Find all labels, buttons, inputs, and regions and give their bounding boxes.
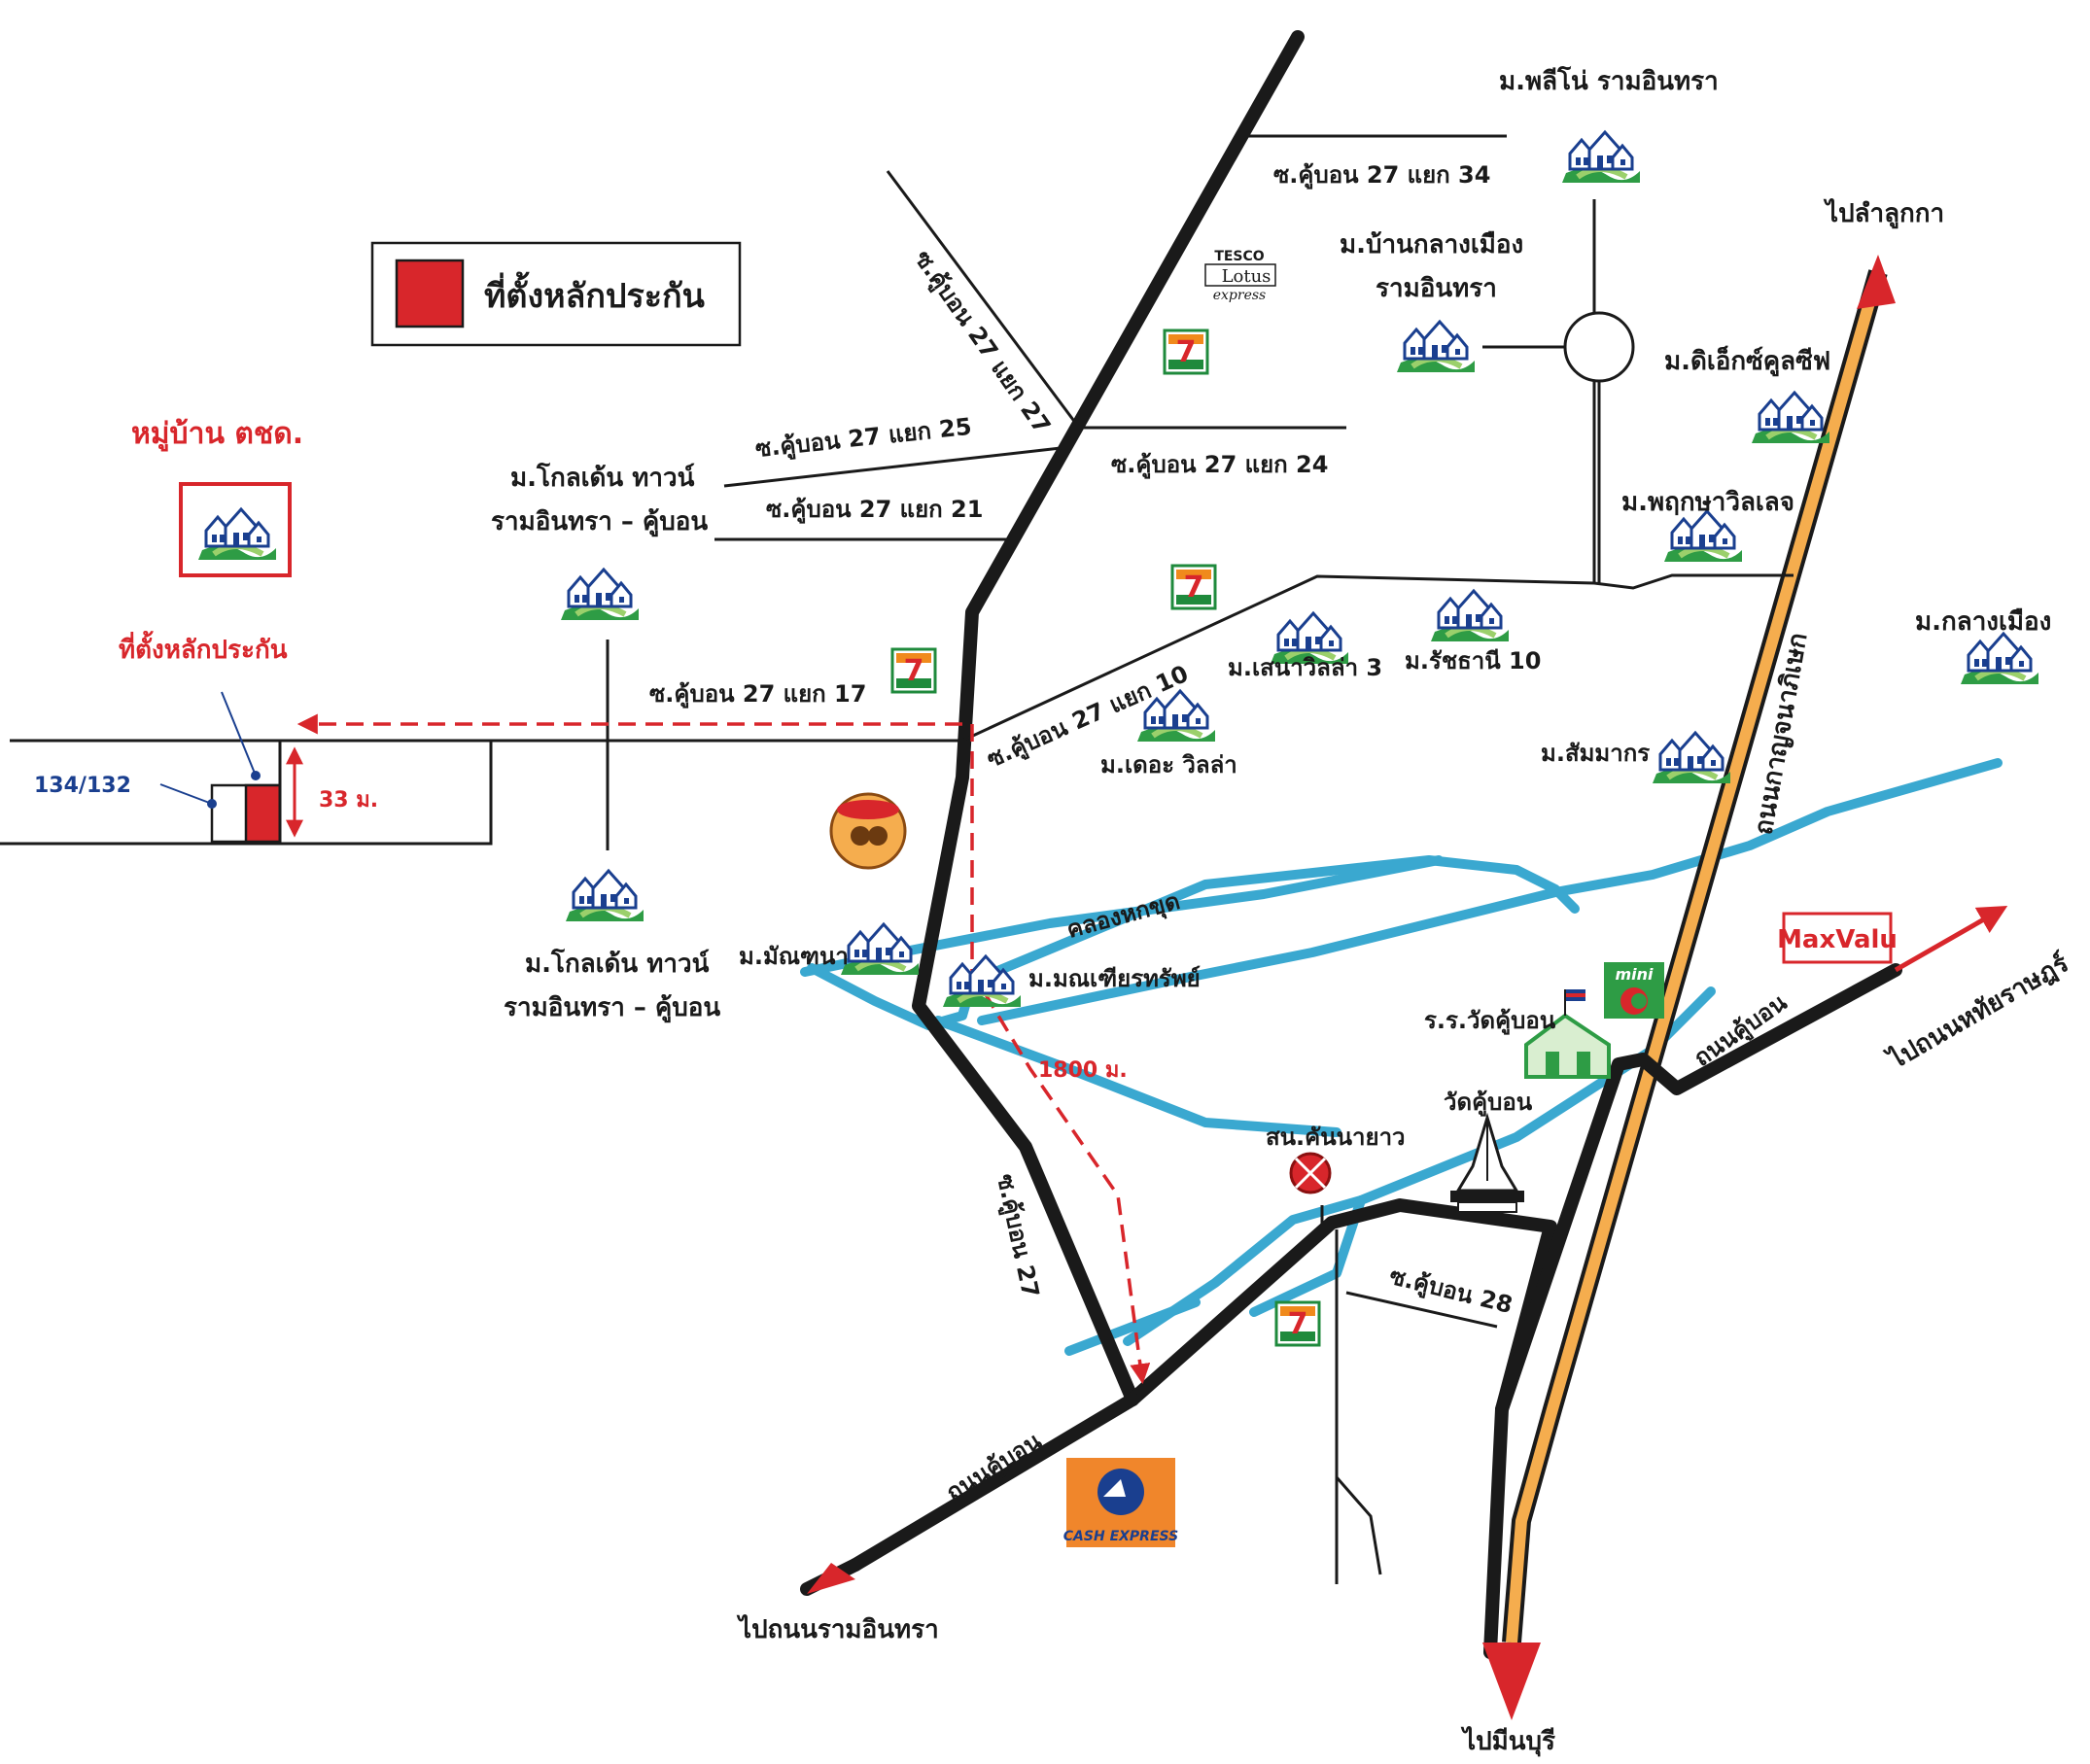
svg-text:134/132: 134/132: [34, 774, 131, 798]
village-labels: ม.พลีโน่ รามอินทรา ม.บ้านกลางเมือง รามอิ…: [491, 65, 2051, 1023]
svg-text:ซ.คู้บอน 28: ซ.คู้บอน 28: [1386, 1262, 1515, 1320]
seven-eleven-icon-2: [1170, 564, 1217, 610]
svg-text:express: express: [1213, 288, 1267, 303]
svg-text:ไปถนนรามอินทรา: ไปถนนรามอินทรา: [736, 1613, 939, 1644]
svg-text:รามอินทรา – คู้บอน: รามอินทรา – คู้บอน: [504, 993, 720, 1023]
svg-text:ม.โกลเด้น ทาวน์: ม.โกลเด้น ทาวน์: [525, 948, 710, 979]
mini-c-logo: mini: [1604, 962, 1664, 1019]
svg-text:ที่ตั้งหลักประกัน: ที่ตั้งหลักประกัน: [119, 630, 288, 665]
svg-text:วัดคู้บอน: วัดคู้บอน: [1444, 1089, 1533, 1117]
restaurant-badge-icon: [829, 792, 907, 870]
svg-text:ม.ดิเอ็กซ์คูลซีฟ: ม.ดิเอ็กซ์คูลซีฟ: [1664, 345, 1830, 377]
svg-text:TESCO: TESCO: [1214, 249, 1264, 264]
plot-labels: 134/132 33 ม. 1800 ม.: [34, 774, 1128, 1083]
police-station-icon: [1289, 1152, 1332, 1194]
arrow-min-buri: [1482, 1643, 1541, 1720]
svg-text:ซ.คู้บอน 27 แยก 27: ซ.คู้บอน 27 แยก 27: [908, 245, 1056, 439]
svg-text:ม.มณเฑียรทรัพย์: ม.มณเฑียรทรัพย์: [1028, 965, 1201, 992]
svg-text:mini: mini: [1615, 965, 1654, 984]
village-brand: หมู่บ้าน ตชด. ที่ตั้งหลักประกัน: [119, 417, 303, 665]
seven-eleven-icon-1: [1163, 329, 1209, 375]
plot-road: [0, 691, 962, 846]
collateral-plot: [244, 783, 282, 844]
tesco-lotus-logo: TESCO Lotus express: [1202, 243, 1277, 303]
soi-khubon-27: [912, 30, 1305, 1406]
svg-text:ร.ร.วัดคู้บอน: ร.ร.วัดคู้บอน: [1424, 1007, 1556, 1035]
svg-text:ซ.คู้บอน 27 แยก 21: ซ.คู้บอน 27 แยก 21: [766, 496, 983, 524]
canal: [800, 758, 2003, 1356]
svg-text:ม.โกลเด้น ทาวน์: ม.โกลเด้น ทาวน์: [510, 462, 695, 493]
svg-text:รามอินทรา – คู้บอน: รามอินทรา – คู้บอน: [491, 507, 708, 537]
svg-text:สน.คันนายาว: สน.คันนายาว: [1266, 1124, 1406, 1151]
route-dashed: [296, 713, 1151, 1385]
svg-text:33 ม.: 33 ม.: [319, 788, 378, 813]
svg-text:รามอินทรา: รามอินทรา: [1376, 274, 1497, 303]
svg-text:ม.มัณฑนา: ม.มัณฑนา: [739, 943, 849, 970]
svg-text:ที่ตั้งหลักประกัน: ที่ตั้งหลักประกัน: [484, 271, 705, 316]
svg-text:ซ.คู้บอน 27 แยก 24: ซ.คู้บอน 27 แยก 24: [1111, 451, 1328, 479]
side-roads: [606, 134, 1794, 1584]
svg-text:ม.รัชธานี 10: ม.รัชธานี 10: [1405, 647, 1541, 674]
svg-text:ม.บ้านกลางเมือง: ม.บ้านกลางเมือง: [1340, 230, 1523, 259]
svg-text:MaxValu: MaxValu: [1777, 925, 1898, 954]
svg-text:ซ.คู้บอน 27: ซ.คู้บอน 27: [991, 1171, 1044, 1299]
svg-text:ไปมีนบุรี: ไปมีนบุรี: [1460, 1725, 1555, 1757]
seven-eleven-icon-3: [890, 647, 937, 694]
svg-text:ม.พฤกษาวิลเลจ: ม.พฤกษาวิลเลจ: [1621, 488, 1794, 517]
svg-text:ไปถนนหทัยราษฎร์: ไปถนนหทัยราษฎร์: [1881, 948, 2073, 1077]
place-labels: ร.ร.วัดคู้บอน วัดคู้บอน สน.คันนายาว: [1266, 1007, 1556, 1151]
svg-text:ม.เดอะ วิลล่า: ม.เดอะ วิลล่า: [1100, 751, 1237, 778]
svg-text:Lotus: Lotus: [1222, 266, 1271, 287]
svg-text:ม.เสนาวิลล่า 3: ม.เสนาวิลล่า 3: [1228, 654, 1382, 681]
maxvalu-logo: MaxValu: [1777, 912, 1898, 964]
svg-text:หมู่บ้าน ตชด.: หมู่บ้าน ตชด.: [131, 417, 303, 452]
svg-text:ม.สัมมากร: ม.สัมมากร: [1541, 740, 1650, 767]
temple-icon: [1450, 1112, 1524, 1213]
highway-kanchanaphisek: [1502, 255, 1896, 1643]
svg-text:1800 ม.: 1800 ม.: [1038, 1058, 1128, 1083]
svg-text:ซ.คู้บอน 27 แยก 17: ซ.คู้บอน 27 แยก 17: [649, 680, 866, 709]
arrow-hathairat: [1894, 906, 2008, 973]
svg-text:ซ.คู้บอน 27 แยก 34: ซ.คู้บอน 27 แยก 34: [1273, 161, 1490, 190]
khubon-road: [849, 963, 1902, 1659]
legend: ที่ตั้งหลักประกัน: [370, 241, 742, 347]
svg-text:CASH EXPRESS: CASH EXPRESS: [1063, 1529, 1178, 1544]
svg-text:ไปลำลูกกา: ไปลำลูกกา: [1823, 197, 1944, 229]
svg-text:ม.กลางเมือง: ม.กลางเมือง: [1915, 607, 2051, 637]
svg-text:ม.พลีโน่ รามอินทรา: ม.พลีโน่ รามอินทรา: [1499, 65, 1719, 96]
svg-text:คลองหกขุด: คลองหกขุด: [1063, 887, 1183, 946]
cash-express-logo: CASH EXPRESS: [1063, 1458, 1178, 1547]
school-icon: [1524, 989, 1611, 1079]
arrow-ram-inthra: [807, 1563, 855, 1594]
seven-eleven-icon-4: [1274, 1300, 1321, 1347]
svg-text:ซ.คู้บอน 27 แยก 25: ซ.คู้บอน 27 แยก 25: [754, 413, 973, 464]
